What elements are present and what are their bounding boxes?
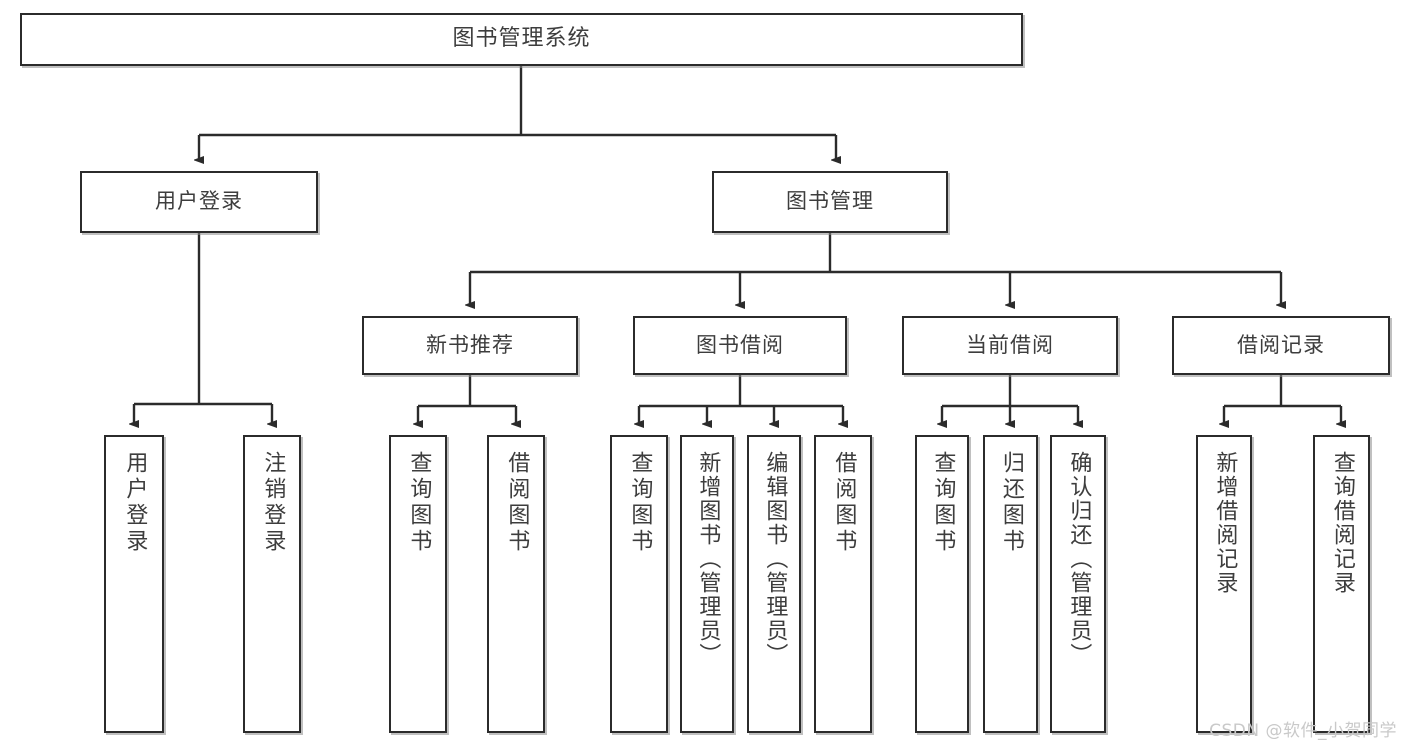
node-borrow-record-label: 借阅记录 bbox=[1237, 332, 1325, 357]
node-leaf-edit-book-label: 编辑图书（管理员） bbox=[762, 451, 788, 667]
node-leaf-add-book[interactable]: 新增图书（管理员） bbox=[680, 435, 734, 733]
node-book-borrow-label: 图书借阅 bbox=[696, 332, 784, 357]
node-new-book-recommend-label: 新书推荐 bbox=[426, 332, 514, 357]
node-leaf-return-book[interactable]: 归还图书 bbox=[983, 435, 1038, 733]
node-leaf-add-book-label: 新增图书（管理员） bbox=[695, 451, 721, 667]
node-leaf-edit-book[interactable]: 编辑图书（管理员） bbox=[747, 435, 801, 733]
node-leaf-query-book-3[interactable]: 查询图书 bbox=[915, 435, 969, 733]
node-leaf-borrow-book-1[interactable]: 借阅图书 bbox=[487, 435, 545, 733]
node-leaf-borrow-book-2[interactable]: 借阅图书 bbox=[814, 435, 872, 733]
node-leaf-logout-label: 注销登录 bbox=[260, 451, 286, 555]
watermark-text: CSDN @软件_小贺同学 bbox=[1209, 721, 1397, 741]
node-book-manage-label: 图书管理 bbox=[786, 189, 874, 214]
node-leaf-user-login-label: 用户登录 bbox=[122, 451, 148, 555]
node-current-borrow-label: 当前借阅 bbox=[966, 332, 1054, 357]
node-leaf-query-book-2-label: 查询图书 bbox=[627, 451, 653, 555]
node-leaf-confirm-return-label: 确认归还（管理员） bbox=[1066, 451, 1092, 667]
node-leaf-borrow-book-1-label: 借阅图书 bbox=[504, 451, 530, 555]
node-leaf-borrow-book-2-label: 借阅图书 bbox=[831, 451, 857, 555]
node-leaf-user-login[interactable]: 用户登录 bbox=[104, 435, 164, 733]
node-root-label: 图书管理系统 bbox=[452, 26, 591, 52]
node-current-borrow[interactable]: 当前借阅 bbox=[902, 316, 1118, 375]
node-leaf-query-book-1[interactable]: 查询图书 bbox=[389, 435, 447, 733]
node-book-manage[interactable]: 图书管理 bbox=[712, 171, 948, 233]
node-user-login[interactable]: 用户登录 bbox=[80, 171, 318, 233]
node-root[interactable]: 图书管理系统 bbox=[20, 13, 1023, 66]
node-leaf-add-record[interactable]: 新增借阅记录 bbox=[1196, 435, 1252, 733]
node-leaf-query-book-1-label: 查询图书 bbox=[406, 451, 432, 555]
node-book-borrow[interactable]: 图书借阅 bbox=[633, 316, 847, 375]
node-leaf-query-book-3-label: 查询图书 bbox=[930, 451, 956, 555]
node-leaf-add-record-label: 新增借阅记录 bbox=[1212, 451, 1238, 595]
node-leaf-query-record-label: 查询借阅记录 bbox=[1329, 451, 1355, 595]
node-new-book-recommend[interactable]: 新书推荐 bbox=[362, 316, 578, 375]
node-leaf-query-record[interactable]: 查询借阅记录 bbox=[1313, 435, 1370, 733]
node-user-login-label: 用户登录 bbox=[155, 189, 243, 214]
node-leaf-confirm-return[interactable]: 确认归还（管理员） bbox=[1050, 435, 1106, 733]
node-leaf-logout[interactable]: 注销登录 bbox=[243, 435, 301, 733]
node-leaf-query-book-2[interactable]: 查询图书 bbox=[610, 435, 668, 733]
node-leaf-return-book-label: 归还图书 bbox=[998, 451, 1024, 555]
node-borrow-record[interactable]: 借阅记录 bbox=[1172, 316, 1390, 375]
